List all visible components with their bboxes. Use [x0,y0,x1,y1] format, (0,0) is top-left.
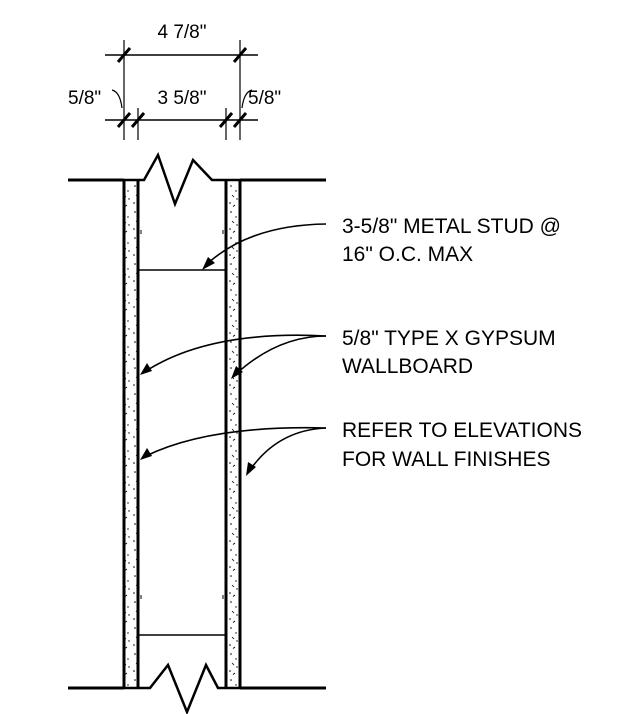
arrowhead-elevations-right [246,462,256,476]
leader-right-board-dim [241,89,253,109]
leader-gypsum-left [145,334,327,372]
dim-overall: 4 7/8" [157,22,206,43]
leader-gypsum-right [235,335,327,375]
leader-elevations-left [145,426,327,457]
leader-elevations-right [249,427,327,471]
note-metal-stud-line-2: 16" O.C. MAX [342,243,473,266]
note-elevations-line-1: REFER TO ELEVATIONS [342,419,582,442]
arrowhead-elevations-left [140,448,152,460]
arrowhead-gypsum-right [231,366,243,379]
dim-right-board: 5/8" [248,88,281,109]
gypsum-board-right [226,180,240,688]
arrowhead-gypsum-left [140,363,152,375]
dimension-string [105,40,258,140]
note-gypsum-line-1: 5/8" TYPE X GYPSUM [342,327,556,350]
leaders [140,223,327,476]
break-line-bottom [124,662,240,714]
wall-section [68,151,326,714]
gypsum-board-left [124,180,138,688]
note-gypsum-line-2: WALLBOARD [342,355,473,378]
note-elevations-line-2: FOR WALL FINISHES [342,448,550,471]
leader-left-board-dim [111,89,123,109]
leader-metal-stud [206,223,327,265]
note-metal-stud-line-1: 3-5/8" METAL STUD @ [342,215,561,238]
break-line-top [124,151,240,208]
arrowhead-metal-stud [202,257,215,270]
dim-left-board: 5/8" [68,88,101,109]
dim-stud: 3 5/8" [157,88,206,109]
